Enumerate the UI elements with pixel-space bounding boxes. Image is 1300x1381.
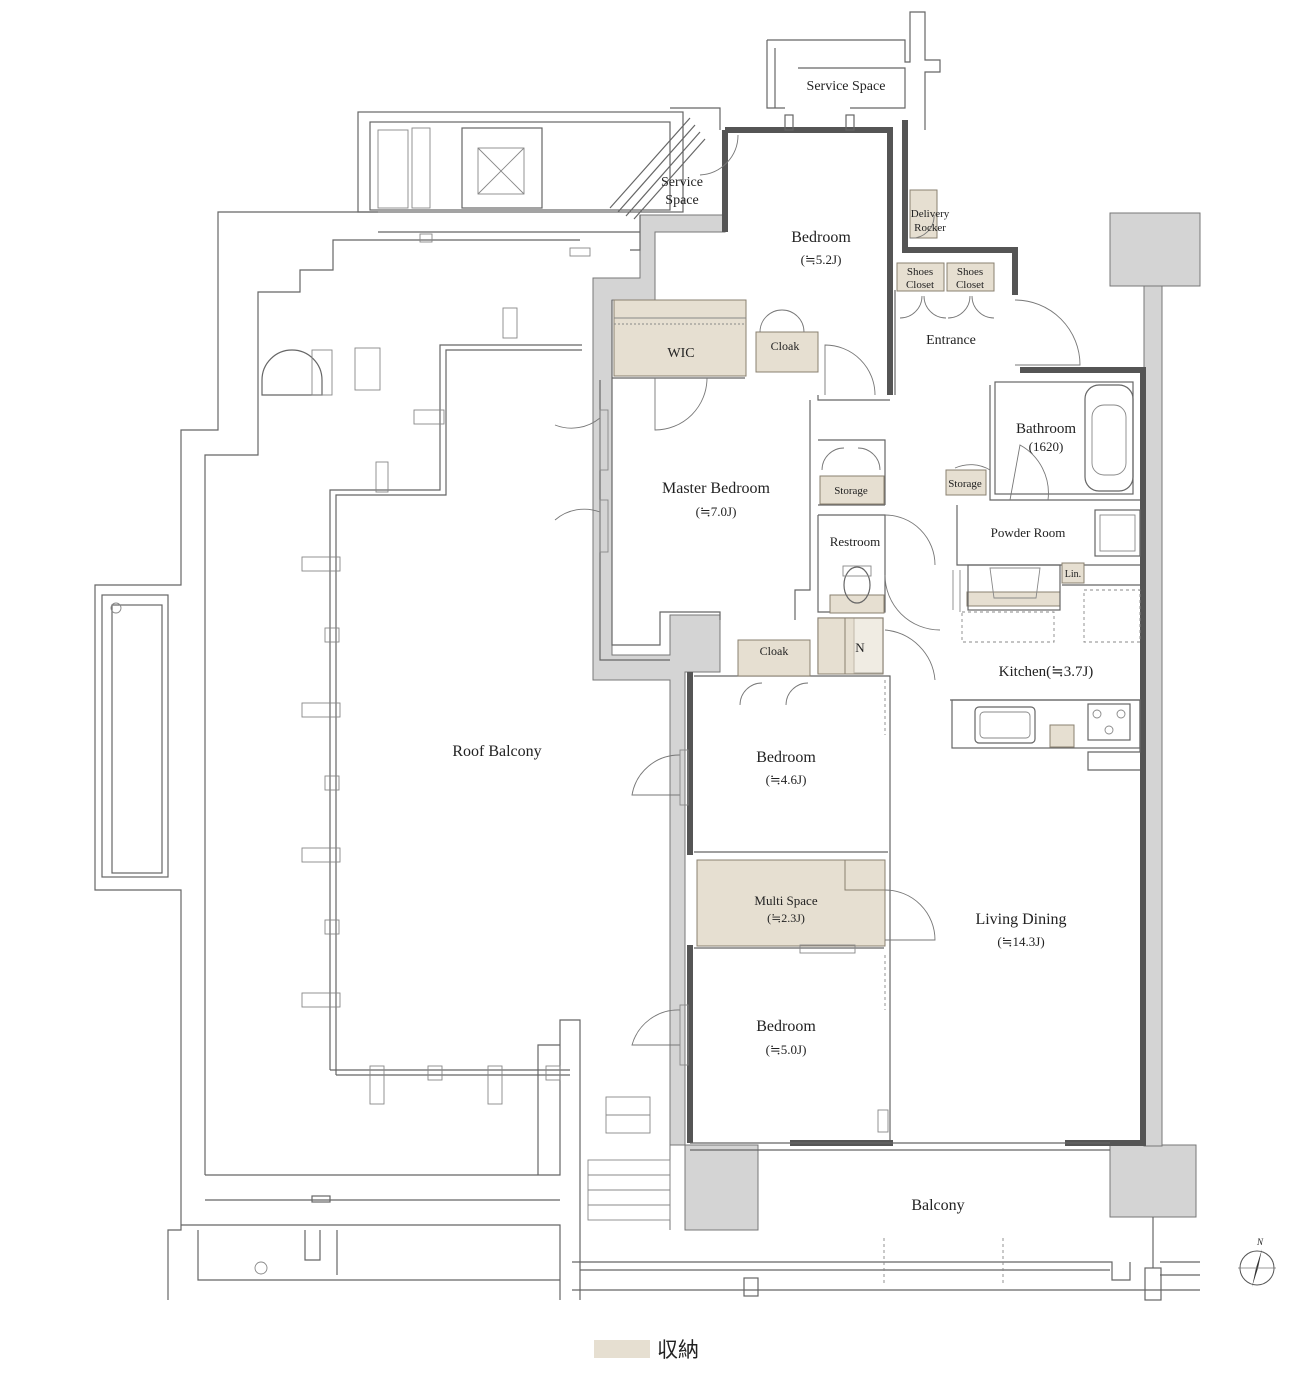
compass: N (1238, 1237, 1276, 1287)
compass-n-label: N (1256, 1237, 1264, 1247)
label-roof-balcony: Roof Balcony (452, 743, 541, 760)
label-restroom: Restroom (830, 534, 881, 549)
label-bedroom-mid-size: (≒4.6J) (766, 772, 807, 787)
label-bedroom-low-size: (≒5.0J) (766, 1042, 807, 1057)
label-shoes-closet-a-1: Shoes (907, 266, 933, 278)
label-lin: Lin. (1065, 569, 1081, 580)
label-bedroom-low: Bedroom (756, 1018, 816, 1035)
storage-blocks (613, 189, 1085, 947)
balcony-structures (572, 1142, 1200, 1301)
label-service-space-left-1: Service (661, 175, 703, 190)
label-shoes-closet-b-2: Closet (956, 279, 984, 291)
legend-swatch (594, 1340, 650, 1358)
label-delivery-rocker-2: Rocker (914, 222, 946, 234)
legend: 収納 (594, 1338, 699, 1362)
label-cloak-mid: Cloak (760, 644, 789, 658)
label-storage-b: Storage (948, 478, 982, 490)
label-master-bedroom-size: (≒7.0J) (696, 504, 737, 519)
label-balcony: Balcony (911, 1197, 964, 1214)
mechanical-area (261, 111, 684, 1134)
label-multi-space-size: (≒2.3J) (767, 911, 805, 925)
doors (554, 134, 1081, 1133)
label-living-dining-size: (≒14.3J) (997, 934, 1044, 949)
room-labels: Service Space Service Space Bedroom (≒5.… (452, 79, 1093, 1214)
label-bedroom-top-size: (≒5.2J) (801, 252, 842, 267)
label-bathroom: Bathroom (1016, 421, 1076, 437)
label-shoes-closet-b-1: Shoes (957, 266, 983, 278)
label-delivery-rocker-1: Delivery (911, 208, 950, 220)
label-powder-room: Powder Room (991, 525, 1066, 540)
label-master-bedroom: Master Bedroom (662, 480, 771, 497)
service-space-structures (609, 11, 941, 251)
label-storage-a: Storage (834, 485, 868, 497)
label-entrance: Entrance (926, 333, 976, 348)
legend-label: 収納 (657, 1338, 699, 1362)
label-cloak-top: Cloak (771, 339, 800, 353)
label-service-space-left-2: Space (665, 193, 698, 208)
label-wic: WIC (667, 346, 694, 361)
roof-balcony-piping (301, 307, 582, 1105)
label-bedroom-top: Bedroom (791, 229, 851, 246)
label-kitchen: Kitchen(≒3.7J) (999, 664, 1094, 680)
label-service-space-top: Service Space (807, 79, 886, 94)
label-multi-space: Multi Space (754, 893, 817, 908)
roof-balcony-outline (94, 211, 581, 1300)
label-bedroom-mid: Bedroom (756, 749, 816, 766)
label-living-dining: Living Dining (975, 911, 1066, 928)
fixtures (842, 381, 1141, 744)
label-n-storage: N (855, 640, 865, 655)
label-bathroom-size: (1620) (1029, 439, 1064, 454)
label-shoes-closet-a-2: Closet (906, 279, 934, 291)
